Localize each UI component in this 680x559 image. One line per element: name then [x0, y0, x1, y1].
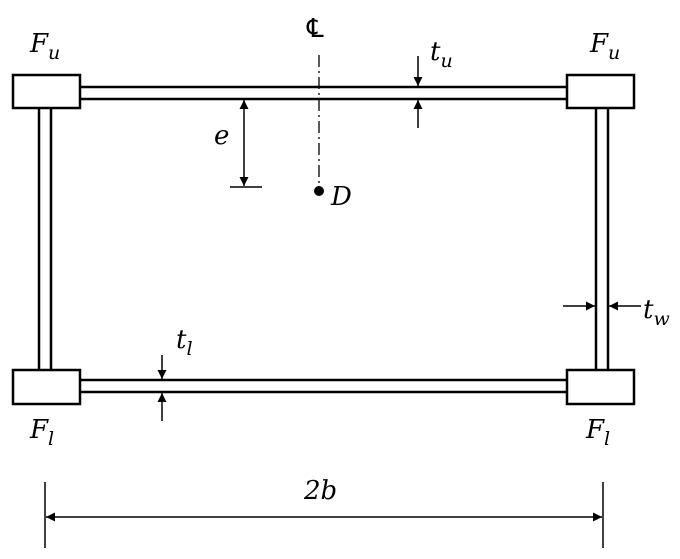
shear-center-label: D: [330, 182, 352, 212]
shear-center-dot: [314, 186, 324, 196]
lower-left-flange-label: Fl: [29, 415, 54, 450]
left-web: [37, 108, 53, 370]
eccentricity-label: e: [214, 121, 229, 151]
upper-thickness-label: tu: [430, 37, 453, 72]
lower-left-flange-block: [11, 368, 82, 406]
width-label: 2b: [303, 476, 337, 506]
centerline-symbol: ℄: [306, 14, 324, 44]
web-thickness-label: tw: [643, 295, 670, 330]
upper-left-flange-block: [11, 73, 82, 110]
bottom-plate: [80, 378, 567, 394]
lower-thickness-label: tl: [176, 325, 193, 360]
upper-right-flange-block: [565, 73, 636, 110]
width-dimension: [44, 482, 604, 548]
upper-left-flange-label: Fu: [29, 29, 60, 64]
lower-right-flange-block: [565, 368, 636, 406]
eccentricity-dimension: [230, 98, 262, 188]
lower-right-flange-label: Fl: [585, 415, 610, 450]
upper-right-flange-label: Fu: [589, 29, 620, 64]
top-plate: [80, 85, 567, 101]
right-web: [594, 108, 610, 370]
